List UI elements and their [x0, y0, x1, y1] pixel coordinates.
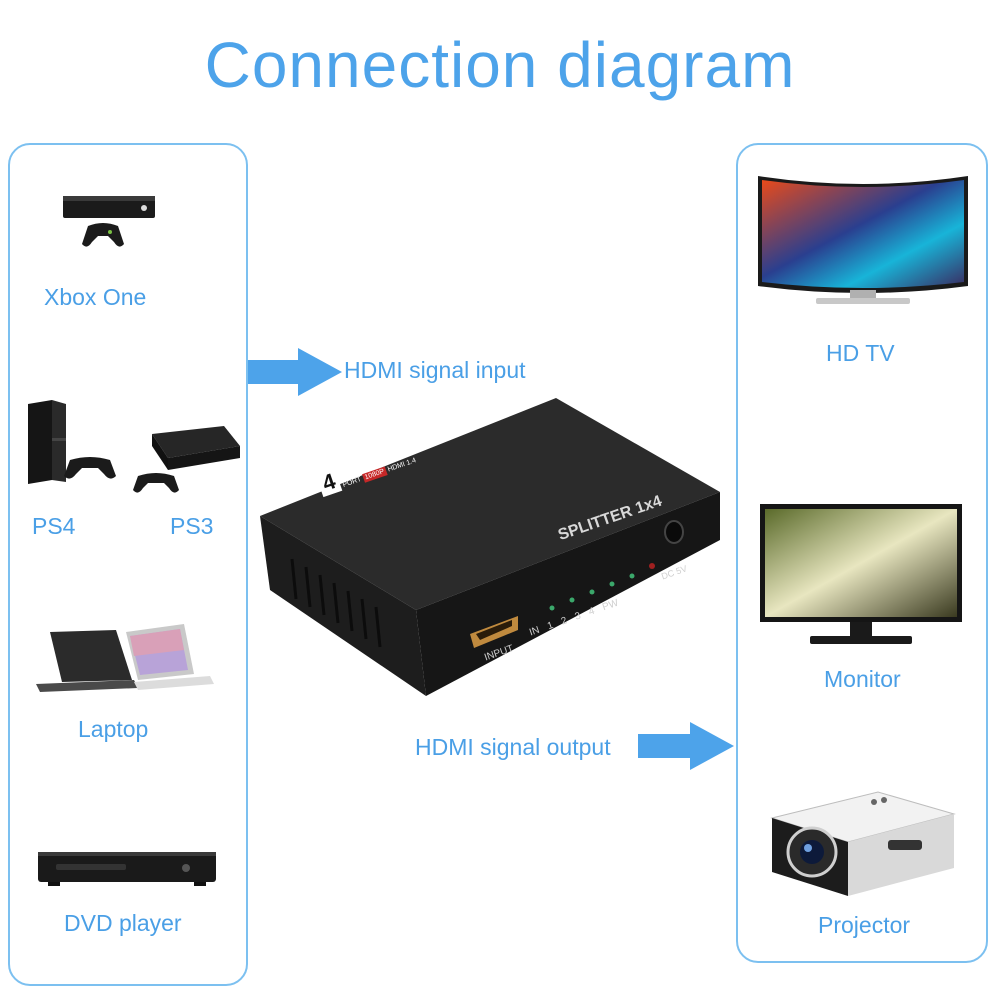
input-arrow-label: HDMI signal input — [344, 357, 526, 383]
diagram-title: Connection diagram — [204, 29, 796, 101]
xbox-one-label: Xbox One — [44, 284, 147, 310]
led-label-3: 3 — [573, 610, 583, 623]
dvd-player-label: DVD player — [64, 910, 182, 936]
ps3-icon — [133, 426, 240, 493]
led-label-2: 2 — [559, 615, 569, 628]
ps4-label: PS4 — [32, 513, 76, 539]
led-label-4: 4 — [587, 605, 597, 618]
output-devices-panel — [736, 143, 988, 963]
input-arrow-icon — [248, 348, 342, 396]
ps3-label: PS3 — [170, 513, 214, 539]
hd-tv-label: HD TV — [826, 340, 895, 366]
xbox-one-icon — [63, 196, 155, 247]
projector-icon — [770, 791, 956, 896]
hdmi-splitter-icon — [260, 398, 720, 696]
monitor-label: Monitor — [824, 666, 901, 692]
dvd-player-icon — [38, 852, 216, 886]
laptop-label: Laptop — [78, 716, 149, 742]
output-arrow-icon — [638, 722, 734, 770]
projector-label: Projector — [818, 912, 911, 938]
output-arrow-label: HDMI signal output — [415, 734, 611, 760]
led-label-1: 1 — [545, 620, 555, 633]
source-devices-panel — [8, 143, 248, 986]
ps4-icon — [28, 400, 116, 484]
monitor-icon — [760, 504, 962, 644]
hd-tv-icon — [758, 176, 968, 304]
laptop-icon — [36, 624, 214, 692]
